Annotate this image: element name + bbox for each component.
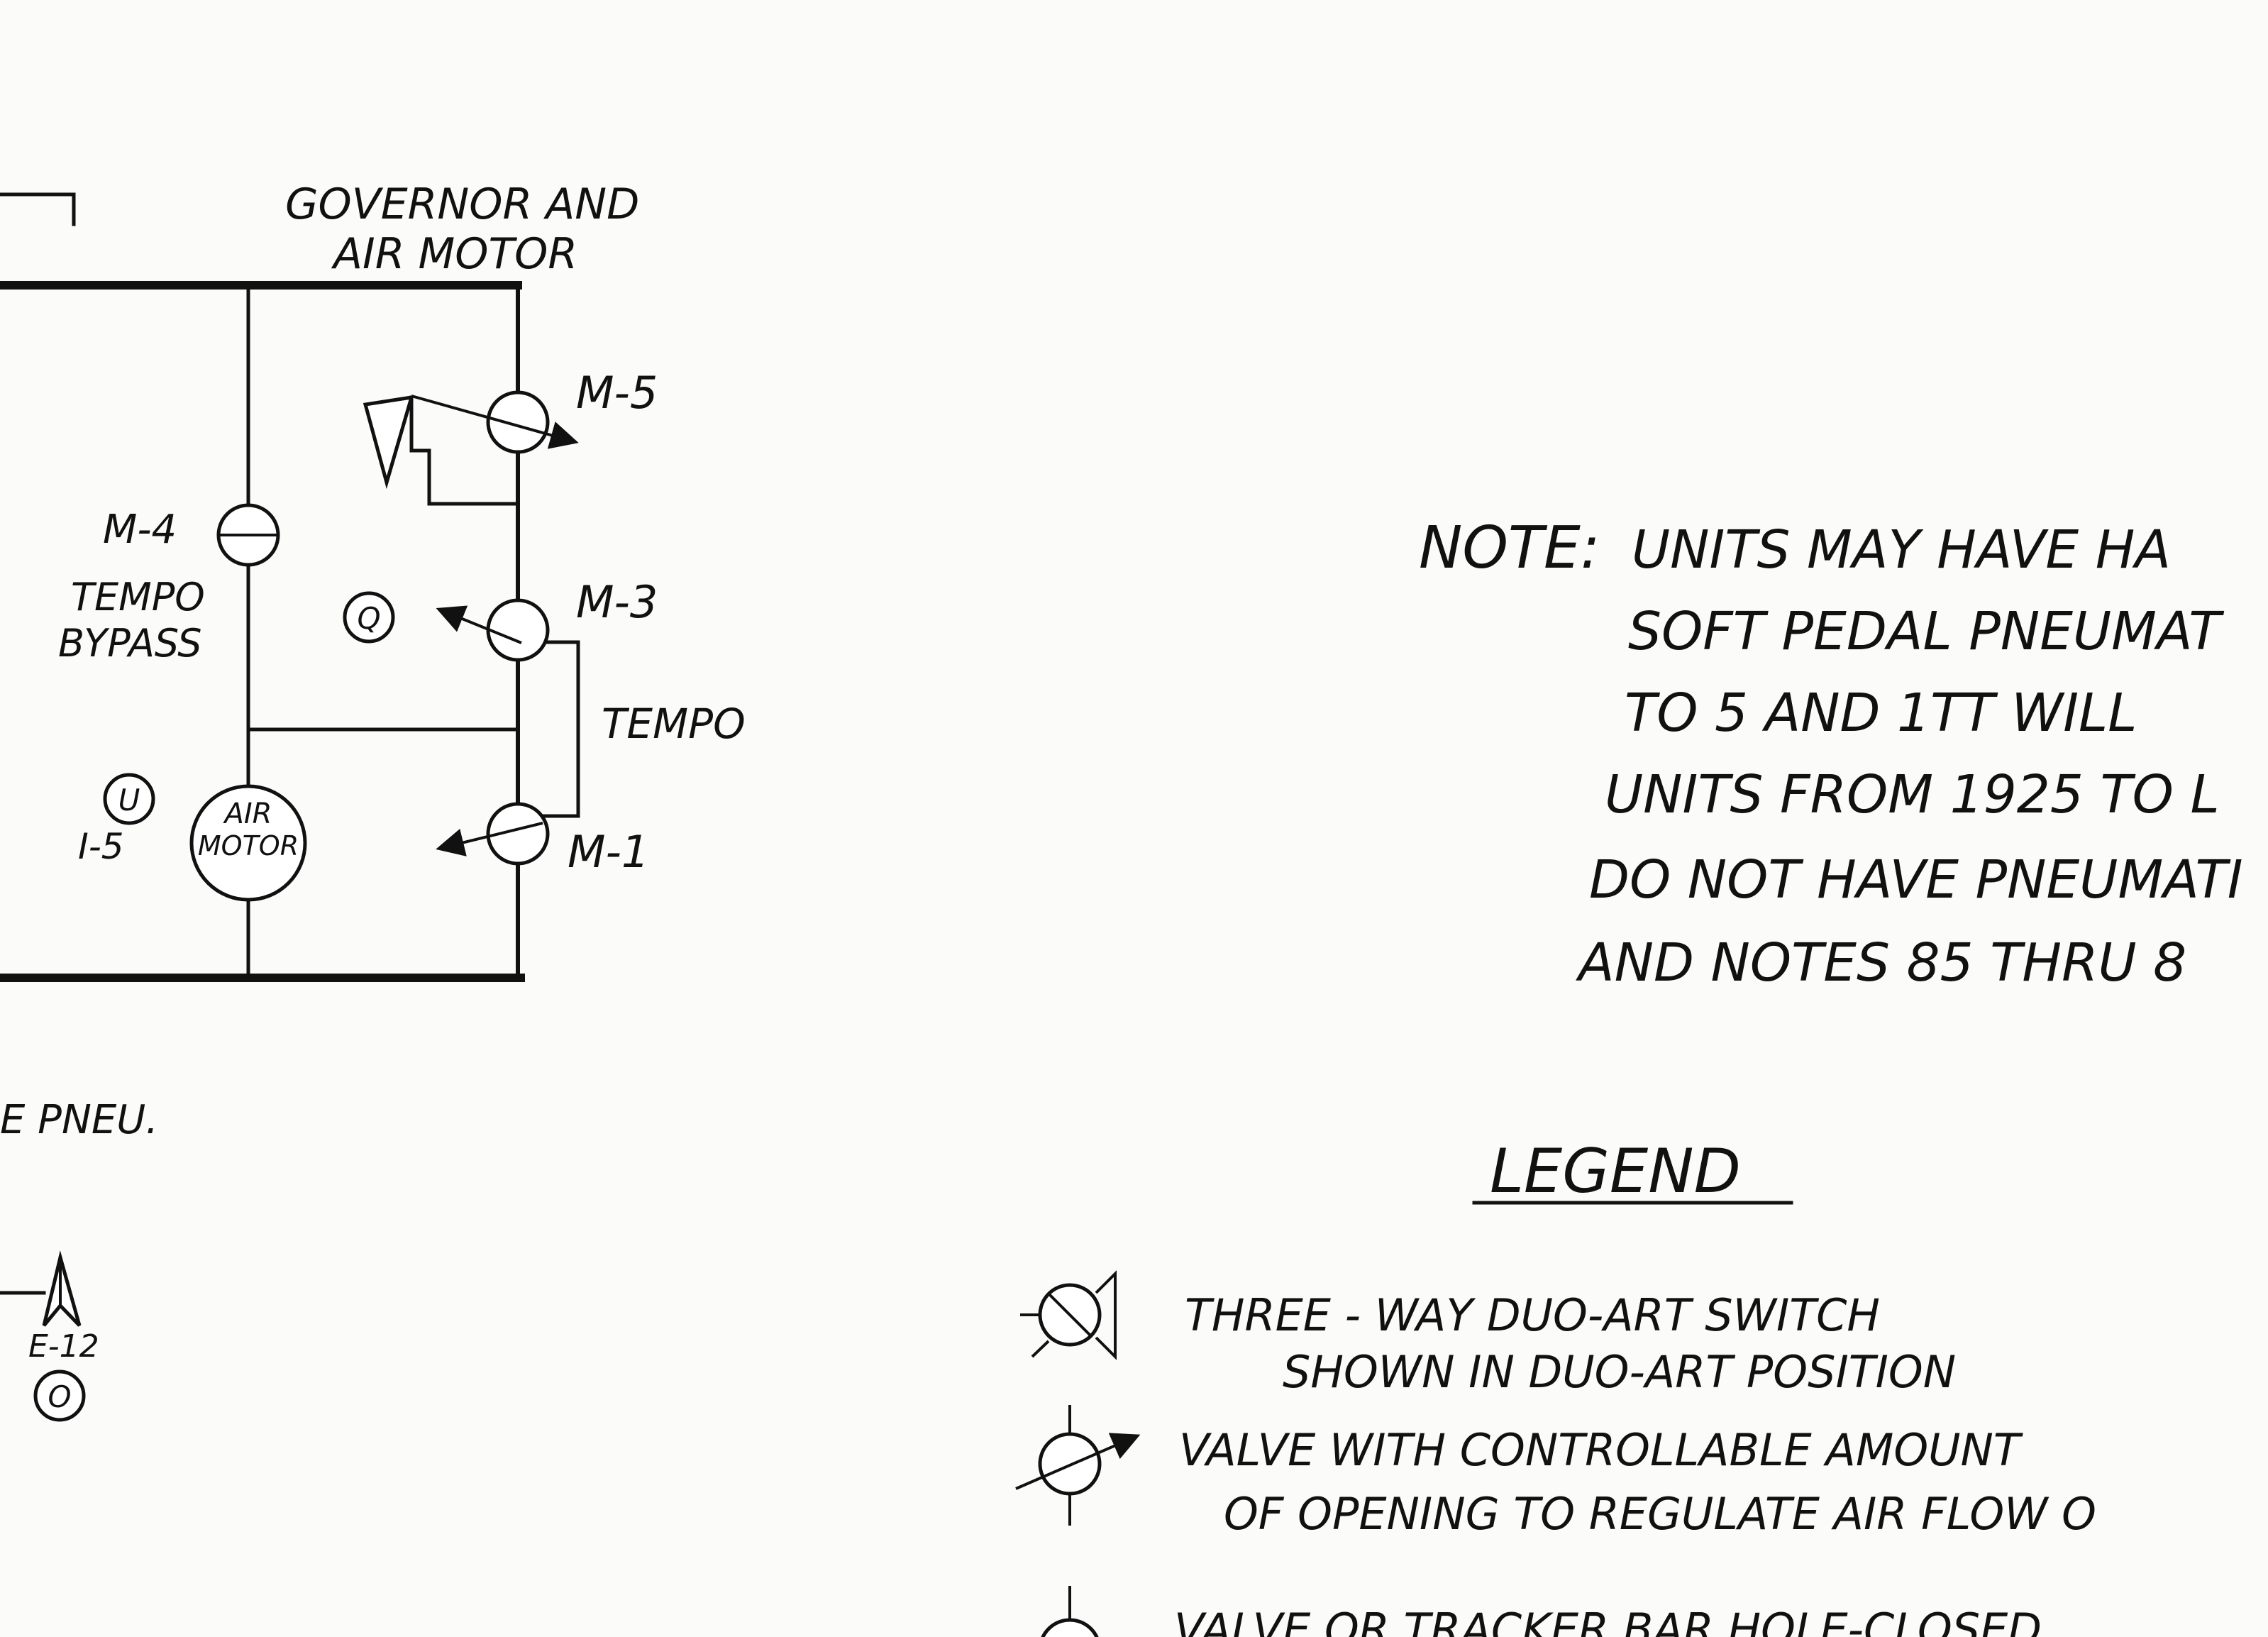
o-marker-circle <box>33 1369 86 1422</box>
m3-valve <box>436 598 550 662</box>
legend-item-2-line-1: VALVE WITH CONTROLLABLE AMOUNT <box>1179 1424 2023 1476</box>
note-line-4: UNITS FROM 1925 TO L <box>1605 764 2220 825</box>
air-motor-label-2: MOTOR <box>198 830 299 861</box>
note-line-6: AND NOTES 85 THRU 8 <box>1576 932 2186 993</box>
air-motor-symbol <box>189 784 307 902</box>
m5-label: M-5 <box>576 367 658 419</box>
pneu-label: E PNEU. <box>0 1097 158 1143</box>
top-left-wire <box>0 192 76 226</box>
switch-pointer-icon <box>363 395 414 490</box>
air-motor-label-1: AIR <box>223 798 272 830</box>
m1-label: M-1 <box>568 826 649 878</box>
legend-three-way-switch-icon <box>1020 1270 1117 1360</box>
note-line-2: SOFT PEDAL PNEUMAT <box>1628 601 2225 662</box>
e12-label: E-12 <box>28 1328 99 1365</box>
legend-title: LEGEND <box>1490 1136 1741 1207</box>
governor-label-1: GOVERNOR AND <box>285 180 639 229</box>
u-marker-circle <box>103 773 155 825</box>
legend-item-1-line-2: SHOWN IN DUO-ART POSITION <box>1283 1346 1956 1398</box>
tempo-loop-wire <box>516 640 580 818</box>
q-marker-circle <box>343 591 395 644</box>
note-line-1: UNITS MAY HAVE HA <box>1632 519 2171 580</box>
governor-label-2: AIR MOTOR <box>331 229 577 279</box>
m5-bracket-wire <box>409 395 520 506</box>
u-marker: U <box>118 783 140 817</box>
i5-label: I-5 <box>78 826 124 867</box>
m4-label: M-4 <box>103 507 177 553</box>
q-marker: Q <box>357 601 380 636</box>
m1-valve <box>436 802 550 866</box>
note-label: NOTE: <box>1419 514 1600 582</box>
tempo-label: TEMPO <box>602 700 746 748</box>
note-line-5: DO NOT HAVE PNEUMATI <box>1589 849 2243 910</box>
legend-tracker-hole-icon <box>1041 1586 1099 1637</box>
o-marker: O <box>48 1379 71 1414</box>
tempo-bypass-label-2: BYPASS <box>58 621 202 666</box>
m4-valve <box>216 503 280 567</box>
legend-item-3-line-1: VALVE OR TRACKER BAR HOLE-CLOSED <box>1174 1604 2042 1637</box>
tempo-bypass-label-1: TEMPO <box>71 575 205 619</box>
m5-valve <box>363 390 579 490</box>
note-line-3: TO 5 AND 1TT WILL <box>1625 683 2137 744</box>
m3-label: M-3 <box>576 576 658 628</box>
legend-item-2-line-2: OF OPENING TO REGULATE AIR FLOW O <box>1224 1488 2096 1540</box>
legend-controllable-valve-icon <box>1015 1405 1141 1526</box>
legend-item-1-line-1: THREE - WAY DUO-ART SWITCH <box>1185 1289 1880 1341</box>
